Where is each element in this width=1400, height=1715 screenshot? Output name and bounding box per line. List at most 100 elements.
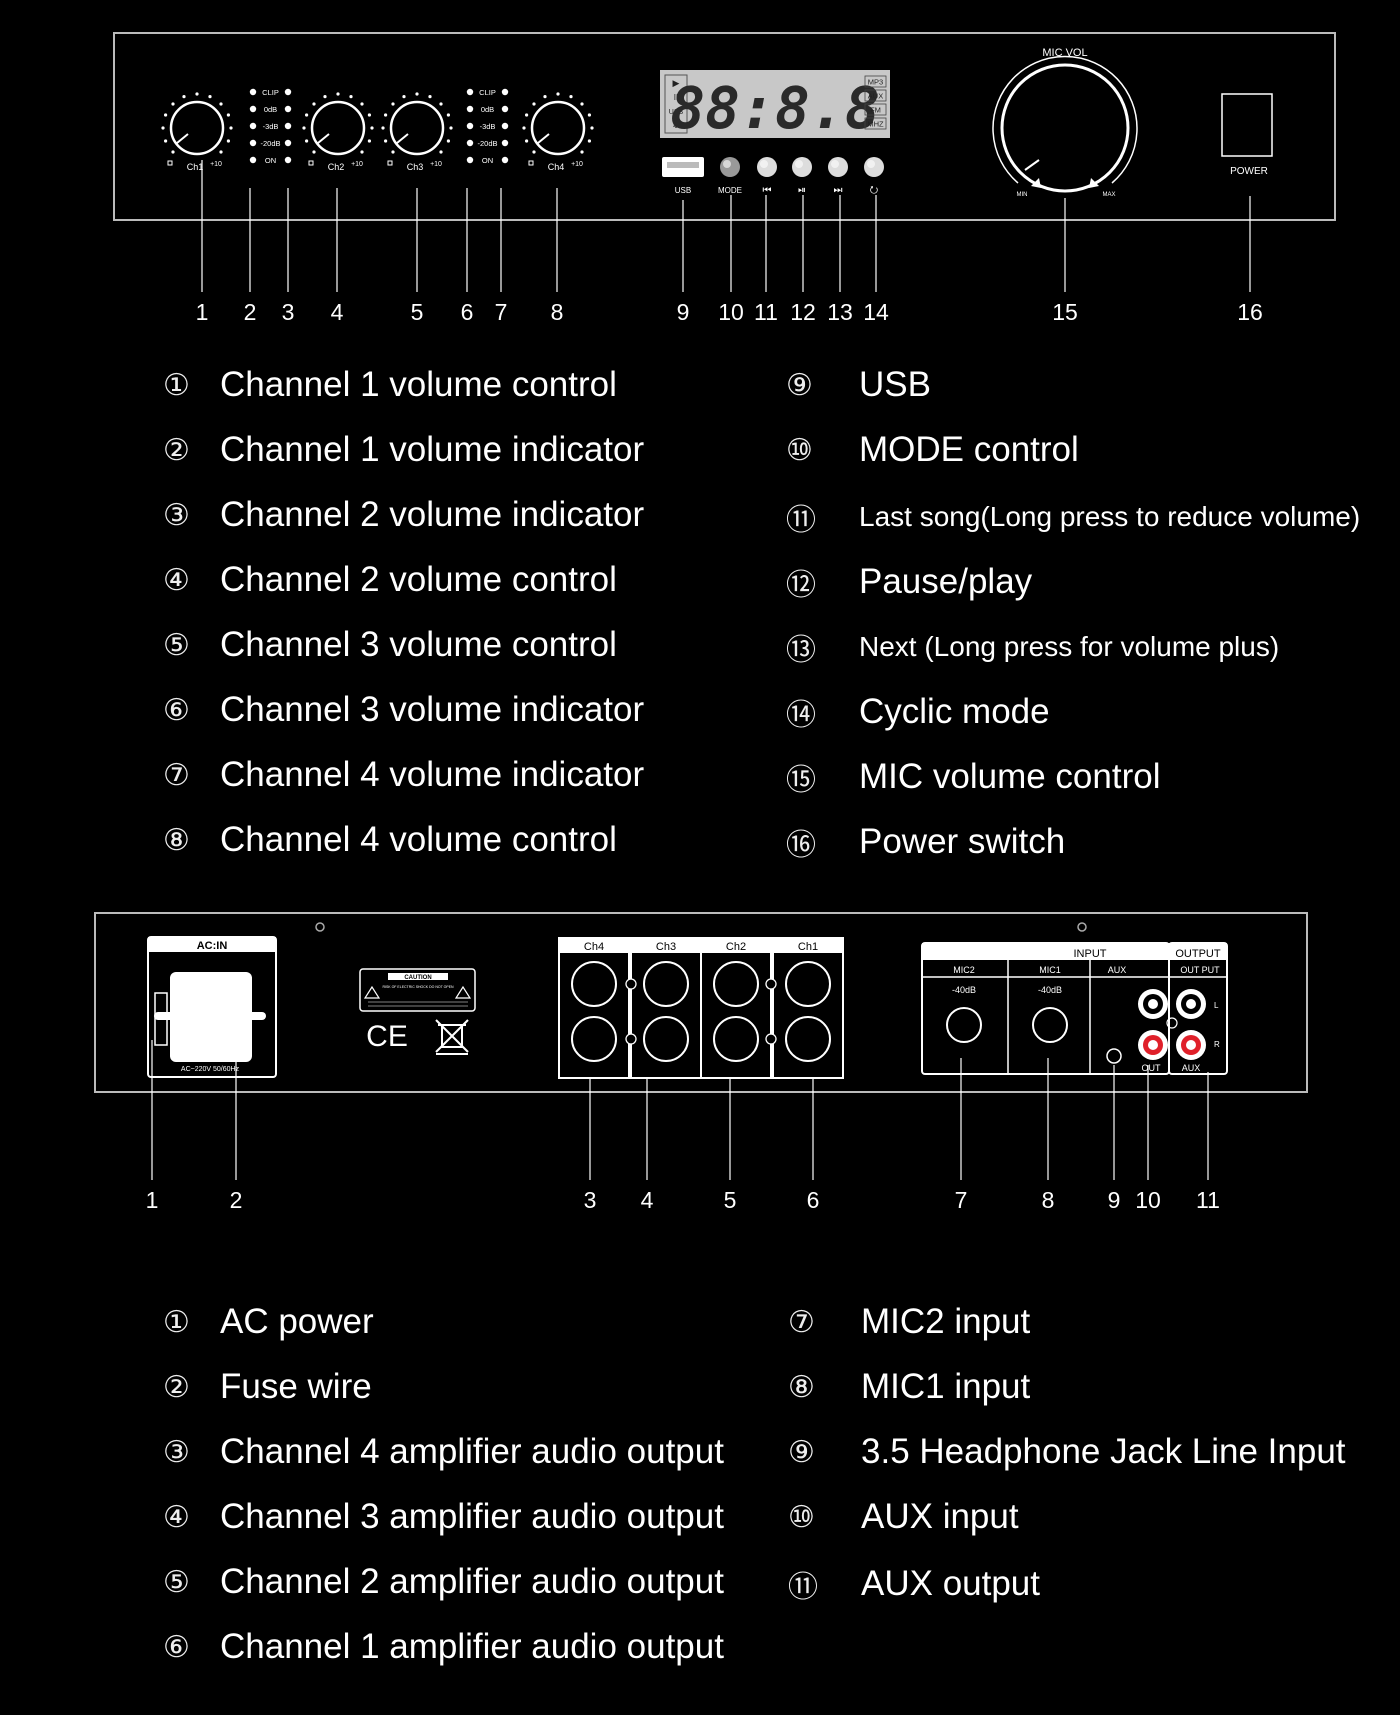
control-button-label: ⏭ [834, 185, 843, 196]
legend-marker: ⑪ [786, 503, 816, 538]
rear-callout-number: 5 [724, 1187, 737, 1213]
legend-marker: ③ [163, 497, 190, 533]
front-callout-number: 3 [282, 299, 295, 325]
legend-marker: ⑦ [163, 757, 190, 793]
mic2-jack[interactable] [946, 1007, 982, 1043]
legend-marker: ⑨ [786, 367, 813, 403]
rear-panel: AC:IN AC~220V 50/60Hz CAUTION RISK OF EL… [94, 912, 1308, 1213]
led [466, 105, 474, 113]
legend-text: Channel 1 amplifier audio output [220, 1627, 724, 1666]
speaker-output-ch2[interactable]: Ch2 [700, 937, 772, 1079]
control-button-4[interactable]: ⏭ [828, 157, 848, 196]
channel-4-knob-range: +10 [571, 161, 583, 168]
output-column-label: OUT PUT [1180, 965, 1220, 975]
control-button-5[interactable]: ⭮ [864, 157, 884, 196]
mic1-gain: -40dB [1038, 985, 1062, 995]
rear-callout-number: 1 [146, 1187, 159, 1213]
rca-jacks [1138, 989, 1206, 1060]
ce-mark: CE [366, 1020, 408, 1053]
led [249, 139, 257, 147]
display-usb-icon: USB [669, 109, 684, 116]
led [284, 156, 292, 164]
front-callout-number: 1 [196, 299, 209, 325]
rear-callout-number: 11 [1196, 1187, 1220, 1213]
led-label: 0dB [481, 105, 494, 114]
control-button-label: MODE [718, 186, 742, 195]
mic-volume-knob[interactable]: MIC VOL MIN MAX [992, 47, 1138, 198]
legend-marker: ⑪ [788, 1570, 818, 1605]
channel-1-knob-range: +10 [210, 161, 222, 168]
power-switch[interactable]: POWER [1221, 93, 1273, 177]
mic2-gain: -40dB [952, 985, 976, 995]
aux-out-tag: OUT [1142, 1063, 1162, 1073]
speaker-output-ch4[interactable]: Ch4 [558, 937, 630, 1079]
display-tag: MP3 [868, 78, 883, 87]
led-label: -20dB [477, 139, 497, 148]
rear-callout-number: 7 [955, 1187, 968, 1213]
mic1-jack[interactable] [1032, 1007, 1068, 1043]
led [249, 88, 257, 96]
rca-jack[interactable] [1138, 989, 1168, 1019]
legend-text: MODE control [859, 430, 1079, 469]
led [501, 122, 509, 130]
ac-inlet[interactable]: AC:IN AC~220V 50/60Hz [147, 936, 277, 1078]
control-button-1[interactable]: MODE [718, 157, 742, 195]
legend-marker: ⑩ [788, 1499, 815, 1535]
channel-2-knob[interactable]: Ch2+10 [302, 92, 374, 172]
speaker-output-ch1[interactable]: Ch1 [772, 937, 844, 1079]
usb-port[interactable] [662, 157, 704, 177]
display-tag: MHZ [867, 120, 884, 129]
legend-text: AUX input [861, 1497, 1019, 1536]
rca-jack[interactable] [1176, 989, 1206, 1019]
legend-marker: ④ [163, 562, 190, 598]
led [249, 105, 257, 113]
led [249, 156, 257, 164]
front-callout-number: 14 [863, 299, 889, 325]
rear-callout-number: 3 [584, 1187, 597, 1213]
legend-text: Cyclic mode [859, 692, 1050, 731]
headphone-line-jack[interactable] [1106, 1048, 1122, 1064]
legend-marker: ⑨ [788, 1434, 815, 1470]
display-tag: FM [870, 106, 881, 115]
input-output-block: INPUT OUTPUT MIC2 MIC1 AUX OUT PUT -40dB… [921, 942, 1228, 1075]
mic-min-label: MIN [1017, 192, 1028, 198]
legend-marker: ⑤ [163, 627, 190, 663]
channel-1-knob[interactable]: Ch1 +10 [161, 92, 233, 172]
legend-text: 3.5 Headphone Jack Line Input [861, 1432, 1346, 1471]
legend-marker: ⑧ [163, 822, 190, 858]
legend-marker: ⑧ [788, 1369, 815, 1405]
speaker-channel-label: Ch2 [726, 941, 746, 953]
speaker-output-ch3[interactable]: Ch3 [630, 937, 702, 1079]
mic2-column-label: MIC2 [953, 965, 975, 975]
rear-callout-number: 6 [807, 1187, 820, 1213]
rca-left-label: L [1214, 1001, 1219, 1010]
front-callout-number: 10 [718, 299, 744, 325]
display-pause-icon: II [674, 93, 678, 102]
control-button-2[interactable]: ⏮ [757, 157, 777, 196]
control-button-3[interactable]: ⏯ [792, 157, 812, 196]
rca-jack[interactable] [1176, 1030, 1206, 1060]
channel-1-knob-label: Ch1 [187, 162, 204, 172]
legend-text: MIC volume control [859, 757, 1161, 796]
rear-callout-number: 10 [1135, 1187, 1161, 1213]
legend-marker: ② [163, 1369, 190, 1405]
led-label: -3dB [263, 122, 279, 131]
rca-jack[interactable] [1138, 1030, 1168, 1060]
channel-3-knob-range: +10 [430, 161, 442, 168]
channel-3-knob[interactable]: Ch3+10 [381, 92, 453, 172]
channel-4-knob[interactable]: Ch4+10 [522, 92, 594, 172]
led [501, 139, 509, 147]
caution-label: CAUTION RISK OF ELECTRIC SHOCK DO NOT OP… [359, 968, 476, 1055]
